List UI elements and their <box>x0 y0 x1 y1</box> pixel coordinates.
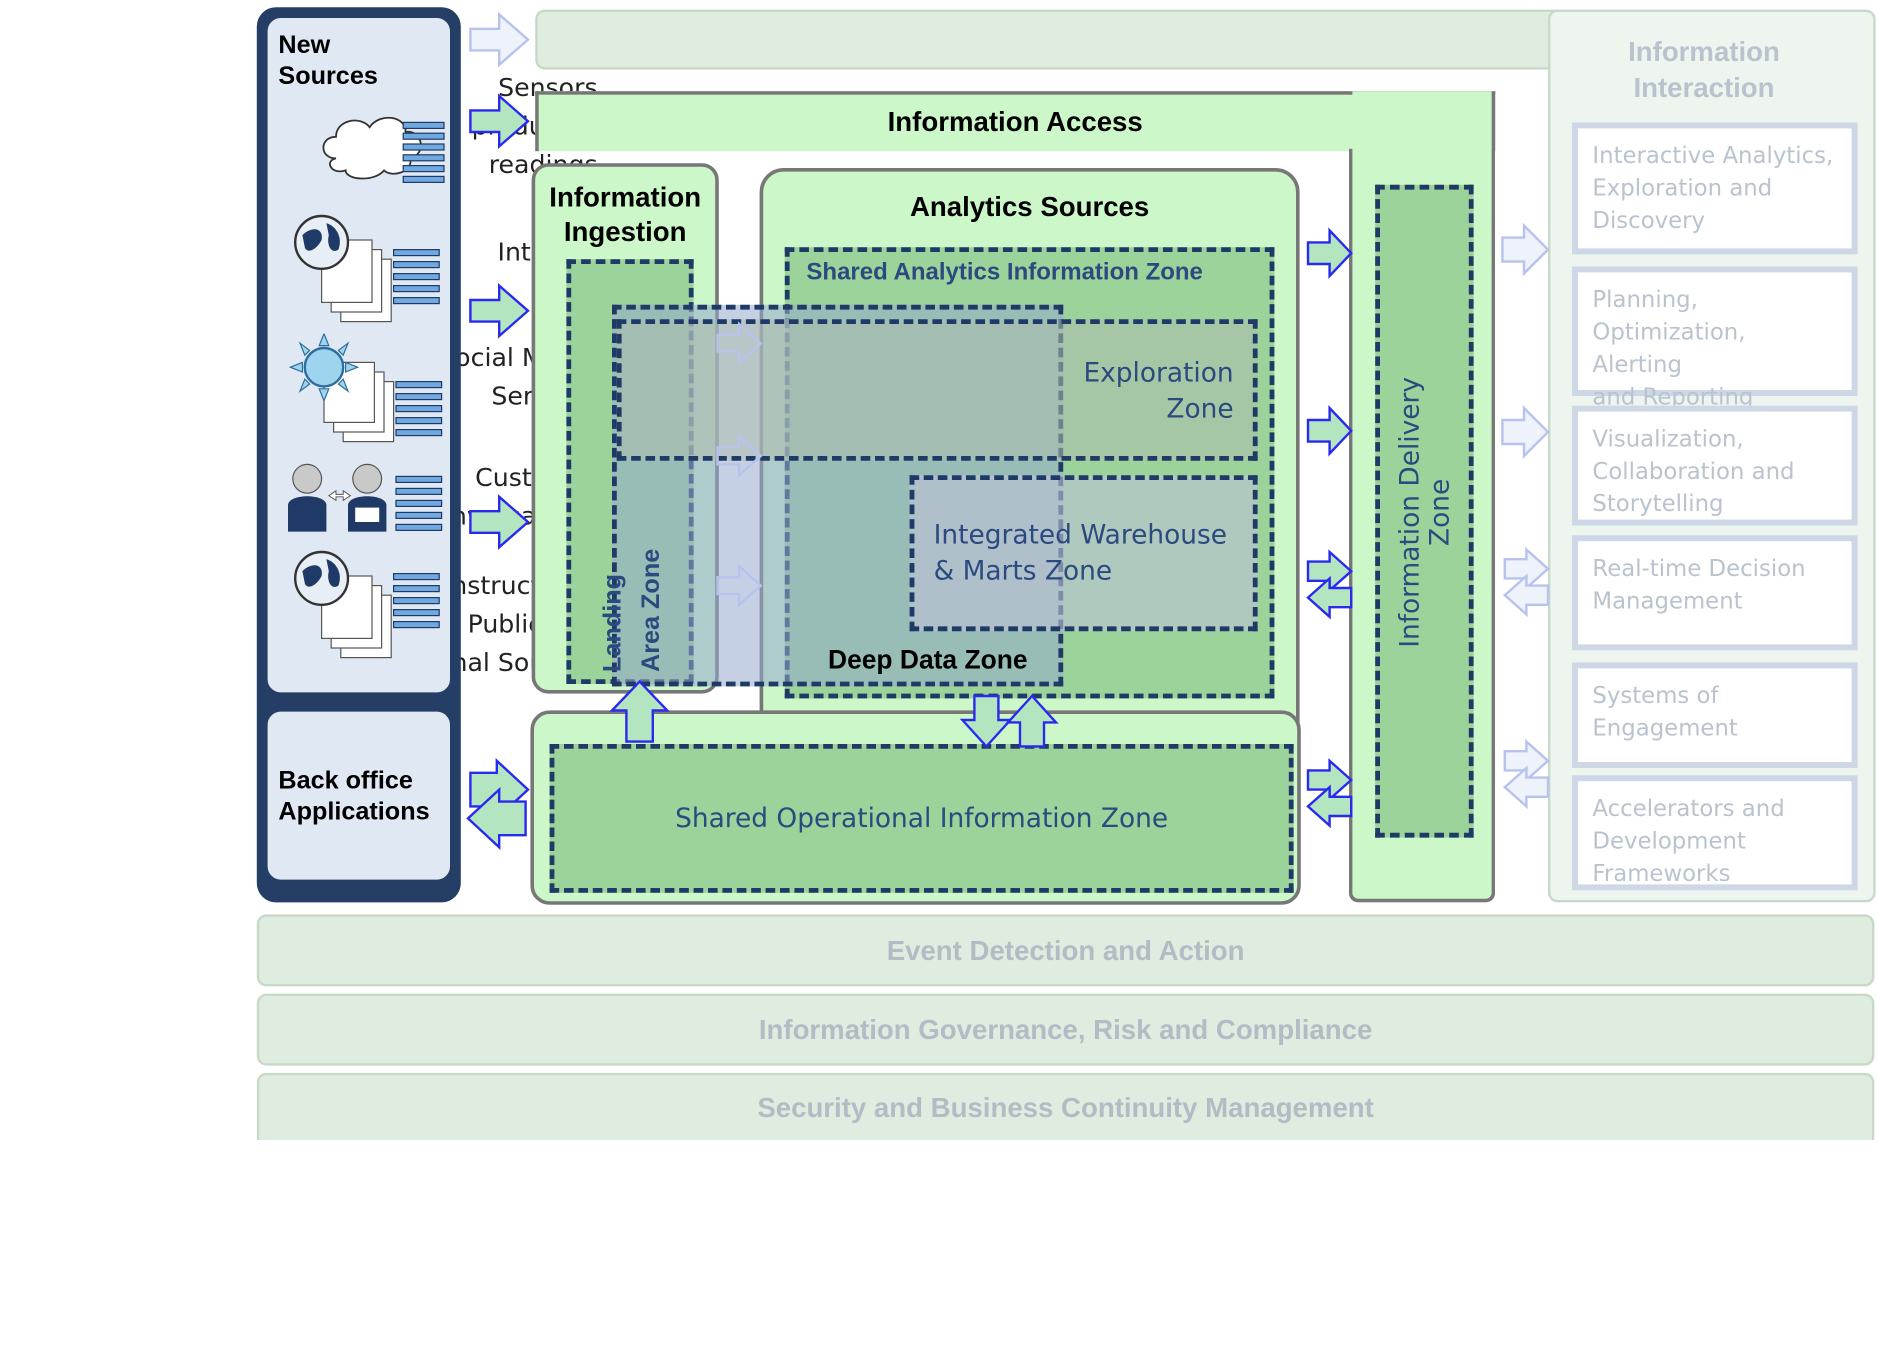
arrow-right-icon <box>1306 404 1353 457</box>
arrow-right-icon <box>716 563 763 608</box>
arrow-right-icon <box>469 494 530 550</box>
exploration-zone-title: Exploration Zone <box>1083 358 1234 425</box>
exploration-zone <box>616 319 1258 461</box>
interaction-item-realtime: Real-time Decision Management <box>1572 535 1858 651</box>
interaction-item-accelerators: Accelerators and Development Frameworks <box>1572 775 1858 891</box>
shared-operational-zone: Shared Operational Information Zone <box>549 744 1294 893</box>
bidirectional-arrow-icon <box>1502 546 1550 618</box>
interaction-item-planning: Planning, Optimization, Alerting and Rep… <box>1572 266 1858 410</box>
integrated-warehouse-zone <box>909 475 1258 632</box>
globe-documents-icon <box>294 214 440 323</box>
arrow-up-icon <box>609 679 671 743</box>
bidirectional-vertical-arrow-icon <box>959 694 1059 749</box>
arrow-right-icon <box>1306 227 1353 280</box>
shared-analytics-zone-title: Shared Analytics Information Zone <box>806 259 1203 286</box>
globe-documents-icon <box>294 550 440 659</box>
arrow-right-icon <box>469 93 530 150</box>
deep-data-zone-title: Deep Data Zone <box>828 644 1028 675</box>
information-access-title: Information Access <box>887 105 1143 137</box>
information-delivery-zone-title: Information Delivery Zone <box>1395 377 1456 648</box>
back-office-panel <box>264 708 454 884</box>
back-office-title: Back office Applications <box>278 766 430 826</box>
analytics-sources-title: Analytics Sources <box>909 190 1150 222</box>
bidirectional-arrow-icon <box>466 758 530 850</box>
arrow-right-icon <box>716 321 763 366</box>
sun-documents-icon <box>288 333 443 443</box>
information-interaction-title: Information Interaction <box>1628 36 1780 104</box>
event-detection-bar: Event Detection and Action <box>256 914 1875 987</box>
interaction-item-analytics: Interactive Analytics, Exploration and D… <box>1572 122 1858 255</box>
arrow-right-icon <box>716 434 763 478</box>
people-conversation-icon <box>288 463 443 532</box>
information-delivery-zone <box>1375 184 1474 838</box>
arrow-right-icon <box>1501 405 1550 459</box>
interaction-item-visualization: Visualization, Collaboration and Storyte… <box>1572 405 1858 526</box>
governance-bar: Information Governance, Risk and Complia… <box>256 993 1875 1066</box>
bidirectional-arrow-icon <box>1306 549 1354 620</box>
bidirectional-arrow-icon <box>1502 738 1550 810</box>
arrow-right-icon <box>1501 222 1550 277</box>
interaction-item-engagement: Systems of Engagement <box>1572 662 1858 768</box>
new-sources-title: New Sources <box>278 31 378 90</box>
arrow-right-icon <box>469 11 530 68</box>
landing-area-zone-title: Landing Area Zone <box>598 548 665 672</box>
arrow-right-icon <box>469 282 530 339</box>
information-ingestion-title: Information Ingestion <box>549 181 702 248</box>
security-bar: Security and Business Continuity Managem… <box>256 1072 1875 1140</box>
bidirectional-arrow-icon <box>1306 758 1354 829</box>
cloud-data-icon <box>322 117 445 184</box>
integrated-warehouse-zone-title: Integrated Warehouse & Marts Zone <box>933 520 1227 587</box>
